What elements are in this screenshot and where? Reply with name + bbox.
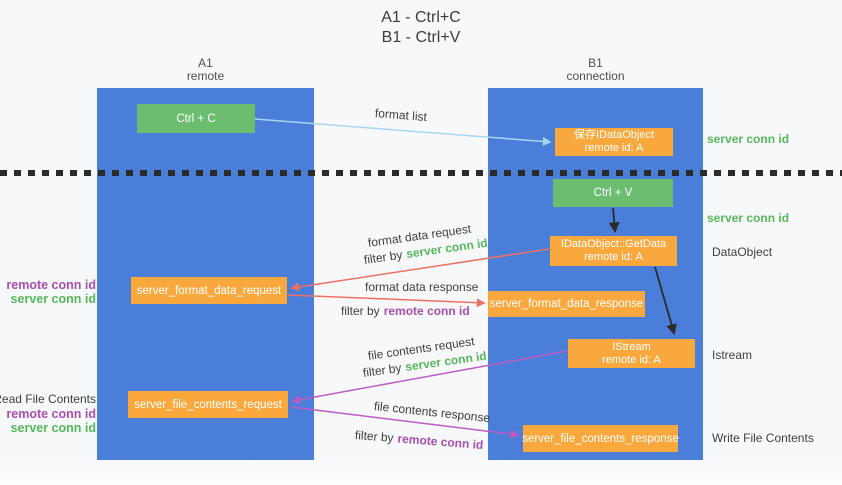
conn-id-pair-format: remote conn id server conn id [6, 278, 96, 306]
server-conn-id-note: server conn id [10, 292, 96, 306]
lane-b1-role: connection [566, 69, 625, 83]
save-idataobject-line2: remote id: A [584, 142, 644, 154]
read-file-contents-note: Read File Contents [0, 392, 96, 406]
save-idataobject-line1: 保存IDataObject [573, 129, 655, 141]
node-idataobject-getdata: IDataObject::GetData remote id: A [550, 236, 677, 266]
istream-line2: remote id: A [602, 353, 661, 366]
format-data-response-arrow [287, 294, 486, 308]
lane-a1-name: A1 [198, 56, 213, 70]
server-conn-id-note-mid: server conn id [707, 211, 790, 225]
remote-conn-id-note: remote conn id [6, 407, 96, 421]
filter-by-text: filter by [354, 428, 395, 446]
server-conn-id-note-top: server conn id [707, 132, 790, 146]
filter-by-text: filter by [363, 247, 404, 267]
node-server-file-contents-response: server_file_contents_response [522, 425, 679, 452]
filter-by-text: filter by [341, 304, 380, 318]
write-file-contents-note: Write File Contents [712, 431, 814, 445]
diagram-title: A1 - Ctrl+C B1 - Ctrl+V [321, 8, 521, 48]
getdata-line2: remote id: A [584, 251, 643, 263]
node-server-format-data-response: server_format_data_response [488, 291, 645, 317]
istream-line1: IStream [612, 340, 651, 353]
phase-divider-dotted-line [0, 170, 842, 176]
node-ctrl-c: Ctrl + C [137, 104, 255, 133]
filter-by-text: filter by [362, 360, 403, 380]
conn-id-pair-file: remote conn id server conn id [6, 407, 96, 435]
format-data-response-label: format data response [365, 280, 479, 294]
format-list-label: format list [374, 106, 428, 125]
remote-conn-id-text: remote conn id [383, 304, 470, 318]
server-conn-id-note: server conn id [10, 421, 96, 435]
remote-conn-id-text: remote conn id [397, 431, 484, 453]
dataobject-note: DataObject [712, 245, 773, 259]
title-line-b1: B1 - Ctrl+V [381, 29, 461, 46]
lane-header-b1: B1 connection [488, 57, 703, 83]
getdata-line1: IDataObject::GetData [560, 238, 667, 250]
node-ctrl-v: Ctrl + V [553, 179, 673, 207]
lane-header-a1: A1 remote [97, 57, 314, 83]
lane-b1-name: B1 [588, 56, 603, 70]
node-save-idataobject: 保存IDataObject remote id: A [555, 128, 673, 156]
lane-a1-role: remote [186, 69, 225, 83]
node-server-format-data-request: server_format_data_request [131, 277, 287, 304]
node-server-file-contents-request: server_file_contents_request [128, 391, 288, 418]
title-line-a1: A1 - Ctrl+C [381, 9, 461, 26]
node-istream: IStream remote id: A [568, 339, 695, 368]
file-contents-response-label: file contents response [373, 399, 491, 426]
remote-conn-id-note: remote conn id [6, 278, 96, 292]
istream-note: Istream [712, 348, 753, 362]
